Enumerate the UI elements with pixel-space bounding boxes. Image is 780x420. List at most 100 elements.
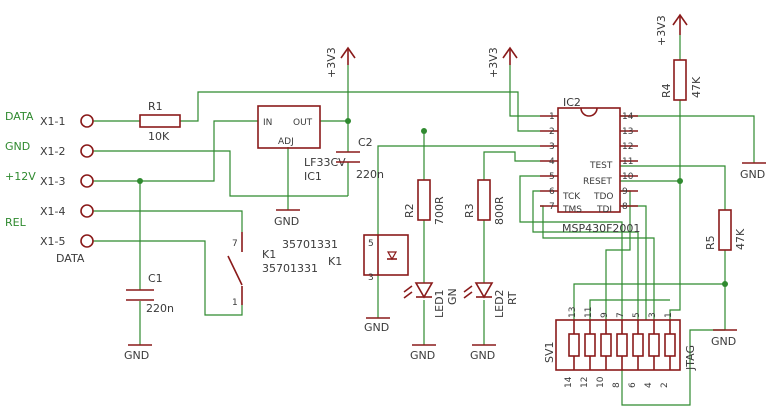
jtag-pin-8: 8 — [612, 382, 622, 388]
r2-value: 700R — [433, 196, 446, 225]
led2-name: LED2 — [493, 289, 506, 318]
gnd-label-r5: GND — [711, 335, 736, 348]
pin-x1-1-label: X1-1 — [40, 115, 66, 128]
led2-color: RT — [506, 291, 519, 305]
jtag-pin-13: 13 — [568, 307, 578, 318]
jtag-top-pin-labels: 13 11 9 7 5 3 1 — [568, 307, 674, 318]
ic2-pin-10: 10 — [622, 172, 634, 182]
jtag-pin-12: 12 — [580, 377, 590, 388]
supply-3v3-label-3: +3V3 — [655, 15, 668, 46]
ground-led2: GND — [470, 344, 496, 362]
microcontroller-ic2: IC2 MSP430F2001 1 2 3 4 5 6 7 14 — [540, 96, 640, 235]
ic2-pin-5: 5 — [549, 172, 555, 182]
signal-data-label: DATA — [5, 110, 34, 123]
relay-coil-name: K1 — [328, 255, 342, 268]
resistor-r4: R4 47K — [660, 59, 703, 101]
led1-name: LED1 — [433, 289, 446, 318]
jtag-bottom-pin-labels: 14 12 10 8 6 4 2 — [564, 376, 670, 388]
signal-rel-label: REL — [5, 216, 27, 229]
pin-x1-5-sub-label: DATA — [56, 252, 85, 265]
jtag-header-sv1: 13 11 9 7 5 3 1 14 12 10 8 6 4 2 SV1 JTA… — [543, 307, 697, 388]
ic2-left-pins: 1 2 3 4 5 6 7 — [540, 112, 558, 212]
terminal-x1-4 — [80, 204, 94, 218]
ic1-type: LF33CV — [304, 156, 346, 169]
r3-name: R3 — [463, 203, 476, 218]
gnd-label-led2: GND — [470, 349, 495, 362]
gnd-label-reg: GND — [274, 215, 299, 228]
terminal-x1-3 — [80, 174, 94, 188]
ground-r5: GND — [711, 329, 737, 348]
signal-12v-label: +12V — [5, 170, 36, 183]
c1-name: C1 — [148, 272, 163, 285]
supply-3v3-label-2: +3V3 — [487, 47, 500, 78]
ic1-pin-in: IN — [263, 118, 272, 128]
gnd-label-c1: GND — [124, 349, 149, 362]
ic2-pin-3: 3 — [549, 142, 555, 152]
ic2-right-pins: 14 13 12 11 10 9 8 — [620, 112, 638, 212]
c2-value: 220n — [356, 168, 384, 181]
ground-regulator: GND — [274, 209, 300, 228]
terminal-x1-5 — [80, 234, 94, 248]
ic2-pin-8: 8 — [622, 202, 628, 212]
ground-c1: GND — [124, 344, 152, 362]
ic2-label-tck: TCK — [562, 192, 581, 202]
r1-value: 10K — [148, 130, 170, 143]
signal-gnd-label: GND — [5, 140, 30, 153]
led1-color: GN — [446, 288, 459, 305]
ground-ic2: GND — [740, 162, 766, 181]
ic1-name: IC1 — [304, 170, 322, 183]
ic2-pin-6: 6 — [549, 187, 555, 197]
ic2-label-tms: TMS — [562, 205, 582, 215]
jtag-pin-9: 9 — [600, 312, 610, 318]
wiring — [93, 35, 755, 406]
resistor-r5: R5 47K — [704, 209, 747, 251]
terminal-x1-1 — [80, 114, 94, 128]
r4-name: R4 — [660, 83, 673, 98]
r5-value: 47K — [734, 228, 747, 250]
pin-x1-5-label: X1-5 — [40, 235, 66, 248]
gnd-label-relay: GND — [364, 321, 389, 334]
jtag-pin-4: 4 — [644, 382, 654, 388]
ic2-pin-13: 13 — [622, 127, 633, 137]
ic2-pin-4: 4 — [549, 157, 555, 167]
supply-3v3-r4: +3V3 — [655, 13, 688, 46]
jtag-pin-7: 7 — [616, 312, 626, 318]
relay-pin-7: 7 — [232, 239, 238, 249]
jtag-pin-2: 2 — [660, 382, 670, 388]
resistor-r2: R2 700R — [403, 179, 446, 225]
jtag-pin-3: 3 — [648, 312, 658, 318]
ic2-pin-2: 2 — [549, 127, 555, 137]
relay-contact-name: K1 — [262, 248, 276, 261]
led-led2: LED2 RT — [463, 282, 519, 318]
jtag-name: SV1 — [543, 341, 556, 363]
c1-value: 220n — [146, 302, 174, 315]
ic2-pin-9: 9 — [622, 187, 628, 197]
r1-name: R1 — [148, 100, 163, 113]
ic2-pin-14: 14 — [622, 112, 634, 122]
ic2-label-reset: RESET — [583, 177, 612, 187]
gnd-label-ic2: GND — [740, 168, 765, 181]
pin-x1-3-label: X1-3 — [40, 175, 66, 188]
jtag-pin-14: 14 — [564, 376, 574, 388]
jtag-pin-11: 11 — [584, 307, 594, 318]
ic2-label-test: TEST — [589, 161, 613, 171]
junctions — [137, 118, 728, 287]
pin-x1-4-label: X1-4 — [40, 205, 66, 218]
ic2-pin-12: 12 — [622, 142, 633, 152]
r5-name: R5 — [704, 235, 717, 250]
ic2-pin-11: 11 — [622, 157, 633, 167]
ic2-part: MSP430F2001 — [562, 222, 640, 235]
relay-coil-part: 35701331 — [262, 262, 318, 275]
ic2-pin-1: 1 — [549, 112, 555, 122]
r4-value: 47K — [690, 76, 703, 98]
supply-3v3-ic2: +3V3 — [487, 46, 518, 78]
c2-name: C2 — [358, 136, 373, 149]
jtag-pin-5: 5 — [632, 312, 642, 318]
resistor-r3: R3 800R — [463, 179, 506, 225]
supply-3v3-regulator: +3V3 — [325, 46, 356, 78]
capacitor-c2: C2 220n — [336, 136, 384, 181]
relay-coil-k1: 35701331 K1 5 3 — [262, 234, 409, 283]
jtag-pin-10: 10 — [596, 376, 606, 388]
ic2-label-tdi: TDI — [596, 205, 612, 215]
ic2-inner-labels: TEST RESET TCK TDO TMS TDI — [562, 161, 614, 215]
